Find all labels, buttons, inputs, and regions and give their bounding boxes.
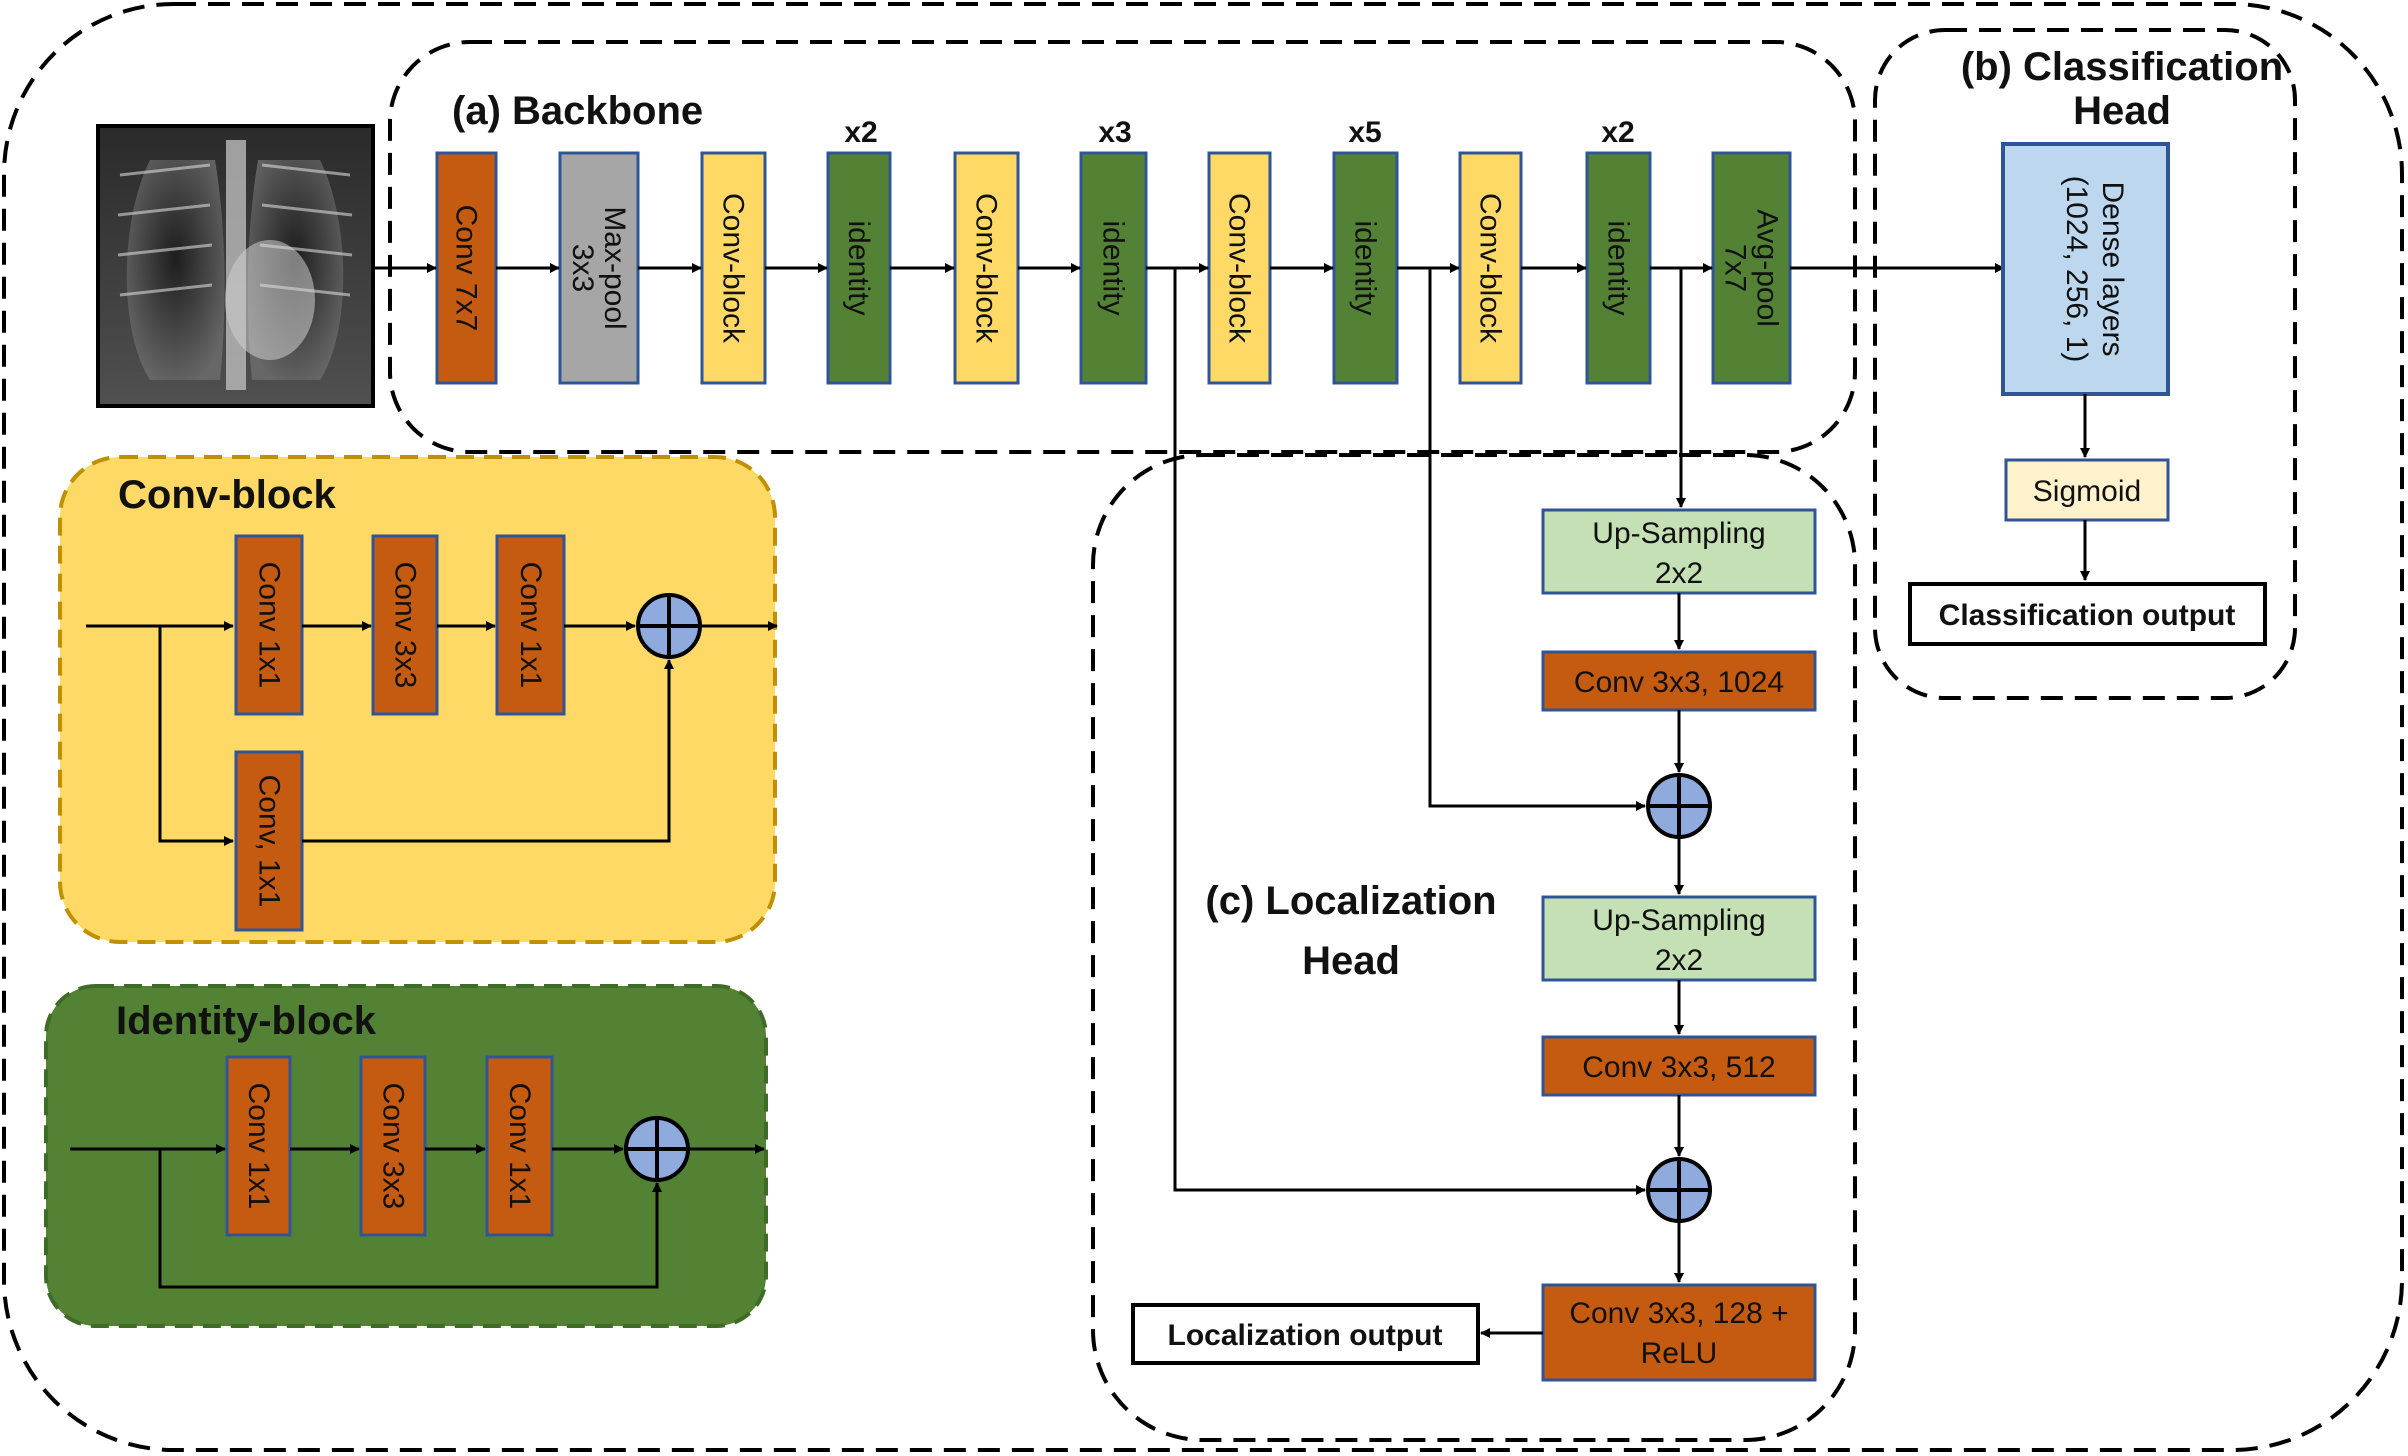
backbone-block-label: identity: [843, 220, 876, 315]
adder-localization-1: [1646, 773, 1712, 839]
svg-text:Conv 3x3, 512: Conv 3x3, 512: [1582, 1051, 1775, 1084]
repeat-label-4: x2: [1601, 116, 1634, 149]
identity-block-box-label: Conv 1x1: [242, 1083, 275, 1210]
identity-block-box-label: Conv 1x1: [503, 1083, 536, 1210]
repeat-label-2: x3: [1098, 116, 1131, 149]
svg-text:Conv-block: Conv-block: [118, 473, 337, 517]
adder-conv-block: [636, 593, 702, 659]
conv-block-box-label: Conv 1x1: [253, 562, 286, 689]
conv-block-arrows: [86, 621, 778, 846]
localization-output-box: Localization output: [1131, 1303, 1480, 1365]
backbone-repeat-labels: x2 x3 x5 x2: [844, 116, 1634, 149]
backbone-block-label: Max-pool3x3: [567, 206, 632, 329]
backbone-block-label: Conv 7x7: [450, 205, 483, 332]
backbone-block-5: Conv-block: [953, 151, 1020, 385]
backbone-block-10: identity: [1585, 151, 1652, 385]
backbone-block-11: Avg-pool7x7: [1711, 151, 1792, 385]
dense-layers-box: Dense layers(1024, 256, 1): [2001, 142, 2170, 396]
backbone-region: [388, 40, 1857, 454]
backbone-block-label: Conv-block: [1223, 193, 1256, 344]
svg-text:Conv, 1x1: Conv, 1x1: [253, 775, 286, 908]
classification-output-box: Classification output: [1908, 582, 2267, 646]
svg-text:Dense layers(1024, 256, 1): Dense layers(1024, 256, 1): [2060, 176, 2129, 363]
backbone-block-4: identity: [826, 151, 892, 385]
identity-block-box-2: Conv 3x3: [359, 1055, 427, 1237]
backbone-block-1: Conv 7x7: [435, 151, 498, 385]
identity-block-box-label: Conv 3x3: [377, 1083, 410, 1210]
conv-block-box-2: Conv 3x3: [371, 534, 439, 716]
repeat-label-1: x2: [844, 116, 877, 149]
adder-localization-2: [1646, 1157, 1712, 1223]
conv-block-shortcut-box: Conv, 1x1: [234, 750, 304, 932]
backbone-block-label: identity: [1349, 220, 1382, 315]
svg-text:Identity-block: Identity-block: [116, 999, 377, 1043]
backbone-block-8: identity: [1332, 151, 1399, 385]
identity-block-arrows: [70, 1144, 765, 1289]
identity-block-main-path: Conv 1x1 Conv 3x3 Conv 1x1: [225, 1055, 554, 1237]
conv-128-relu-box: Conv 3x3, 128 +ReLU: [1541, 1283, 1817, 1382]
conv-block-main-path: Conv 1x1 Conv 3x3 Conv 1x1: [234, 534, 566, 716]
backbone-block-label: Avg-pool7x7: [1719, 209, 1784, 327]
backbone-block-3: Conv-block: [700, 151, 767, 385]
backbone-block-6: identity: [1079, 151, 1148, 385]
backbone-title: (a) Backbone: [452, 89, 703, 133]
backbone-block-label: Conv-block: [717, 193, 750, 344]
conv-block-box-3: Conv 1x1: [495, 534, 566, 716]
sigmoid-box: Sigmoid: [2004, 458, 2170, 522]
conv-block-box-label: Conv 3x3: [389, 562, 422, 689]
chest-xray-image: [96, 124, 375, 408]
svg-text:Localization output: Localization output: [1168, 1319, 1443, 1352]
conv-512-box: Conv 3x3, 512: [1541, 1035, 1817, 1097]
backbone-blocks: Conv 7x7 Max-pool3x3 Conv-block identity Con…: [435, 151, 1792, 385]
svg-text:Classification output: Classification output: [1939, 599, 2236, 632]
backbone-block-label: Conv-block: [970, 193, 1003, 344]
identity-block-box-1: Conv 1x1: [225, 1055, 292, 1237]
conv-block-box-1: Conv 1x1: [234, 534, 304, 716]
svg-text:Conv 3x3, 128 +ReLU: Conv 3x3, 128 +ReLU: [1569, 1297, 1788, 1370]
conv-block-box-label: Conv 1x1: [514, 562, 547, 689]
adder-identity-block: [624, 1116, 690, 1182]
backbone-block-2: Max-pool3x3: [558, 151, 640, 385]
svg-text:Sigmoid: Sigmoid: [2033, 475, 2141, 508]
classification-region: [1873, 28, 2297, 700]
backbone-block-label: identity: [1097, 220, 1130, 315]
backbone-block-label: Conv-block: [1474, 193, 1507, 344]
backbone-block-9: Conv-block: [1458, 151, 1523, 385]
backbone-block-7: Conv-block: [1207, 151, 1272, 385]
conv-1024-box: Conv 3x3, 1024: [1541, 650, 1817, 712]
repeat-label-3: x5: [1348, 116, 1381, 149]
identity-block-box-3: Conv 1x1: [485, 1055, 554, 1237]
localization-region: [1091, 453, 1857, 1442]
backbone-block-label: identity: [1602, 220, 1635, 315]
svg-text:Conv 3x3, 1024: Conv 3x3, 1024: [1574, 666, 1784, 699]
localization-arrows: [1173, 268, 1686, 1338]
